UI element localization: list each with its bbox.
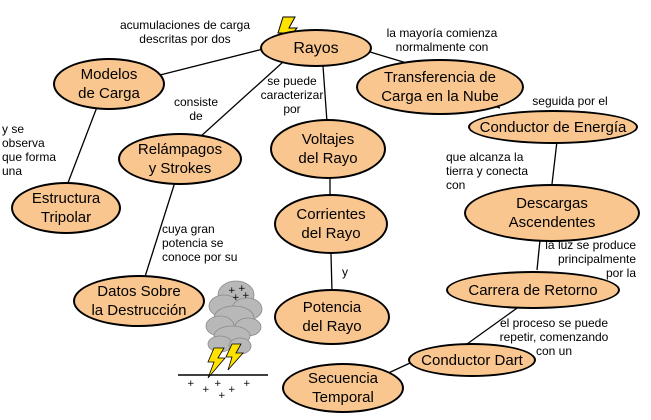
link-luz: la luz se produce principalmente por la <box>545 238 636 280</box>
link-consiste: consiste de <box>173 95 219 123</box>
link-acumulaciones: acumulaciones de carga descritas por dos <box>119 18 251 46</box>
node-conductor-energia[interactable]: Conductor de Energía <box>468 110 638 144</box>
edge-modelos-estructura <box>65 106 98 189</box>
link-gran-potencia: cuya gran potencia se conoce por su <box>162 222 238 264</box>
node-potencia-rayo[interactable]: Potencia del Rayo <box>274 289 390 345</box>
link-caracterizar: se puede caracterizar por <box>260 74 324 116</box>
node-conductor-dart[interactable]: Conductor Dart <box>408 343 536 377</box>
edge-carrera-dart <box>466 305 521 345</box>
node-datos-destruccion[interactable]: Datos Sobre la Destrucción <box>73 275 205 327</box>
edge-corrientes-potencia <box>330 253 333 293</box>
node-corrientes-rayo[interactable]: Corrientes del Rayo <box>274 194 388 254</box>
edge-rayos-voltajes <box>322 65 328 123</box>
edge-rayos-relampagos <box>199 61 284 138</box>
svg-text:+: + <box>202 385 210 395</box>
node-secuencia-temporal[interactable]: Secuencia Temporal <box>282 363 404 413</box>
svg-text:+: + <box>228 385 236 395</box>
svg-text:+: + <box>242 291 250 301</box>
node-relampagos-strokes[interactable]: Relámpagos y Strokes <box>118 133 242 185</box>
node-voltajes-rayo[interactable]: Voltajes del Rayo <box>270 119 386 179</box>
svg-text:+: + <box>232 293 240 303</box>
link-observa: y se observa que forma una <box>2 122 57 178</box>
edge-rayos-modelos <box>159 48 264 76</box>
svg-text:+: + <box>214 379 222 389</box>
node-modelos-de-carga[interactable]: Modelos de Carga <box>53 58 165 110</box>
svg-text:+: + <box>228 286 236 296</box>
node-descargas-ascendentes[interactable]: Descargas Ascendentes <box>464 184 640 242</box>
node-rayos[interactable]: Rayos <box>260 29 372 67</box>
link-mayoria: la mayoría comienza normalmente con <box>386 26 498 54</box>
edge-descargas-carrera <box>536 239 541 271</box>
edge-relampagos-datos <box>142 181 176 284</box>
svg-text:+: + <box>243 379 251 389</box>
node-transferencia-carga[interactable]: Transferencia de Carga en la Nube <box>356 59 524 115</box>
svg-text:+: + <box>218 391 226 401</box>
storm-cloud-lightning-icon: ++ ++ -- ++ ++ ++ <box>178 280 268 401</box>
link-seguida: seguida por el <box>532 94 608 108</box>
node-carrera-retorno[interactable]: Carrera de Retorno <box>446 271 620 309</box>
svg-text:+: + <box>238 284 246 294</box>
edge-conductor-descargas <box>551 140 558 185</box>
node-estructura-tripolar[interactable]: Estructura Tripolar <box>11 182 121 234</box>
link-alcanza: que alcanza la tierra y conecta con <box>446 150 529 192</box>
svg-text:+: + <box>187 379 195 389</box>
link-y: y <box>342 265 348 279</box>
link-proceso: el proceso se puede repetir, comenzando … <box>499 316 609 358</box>
